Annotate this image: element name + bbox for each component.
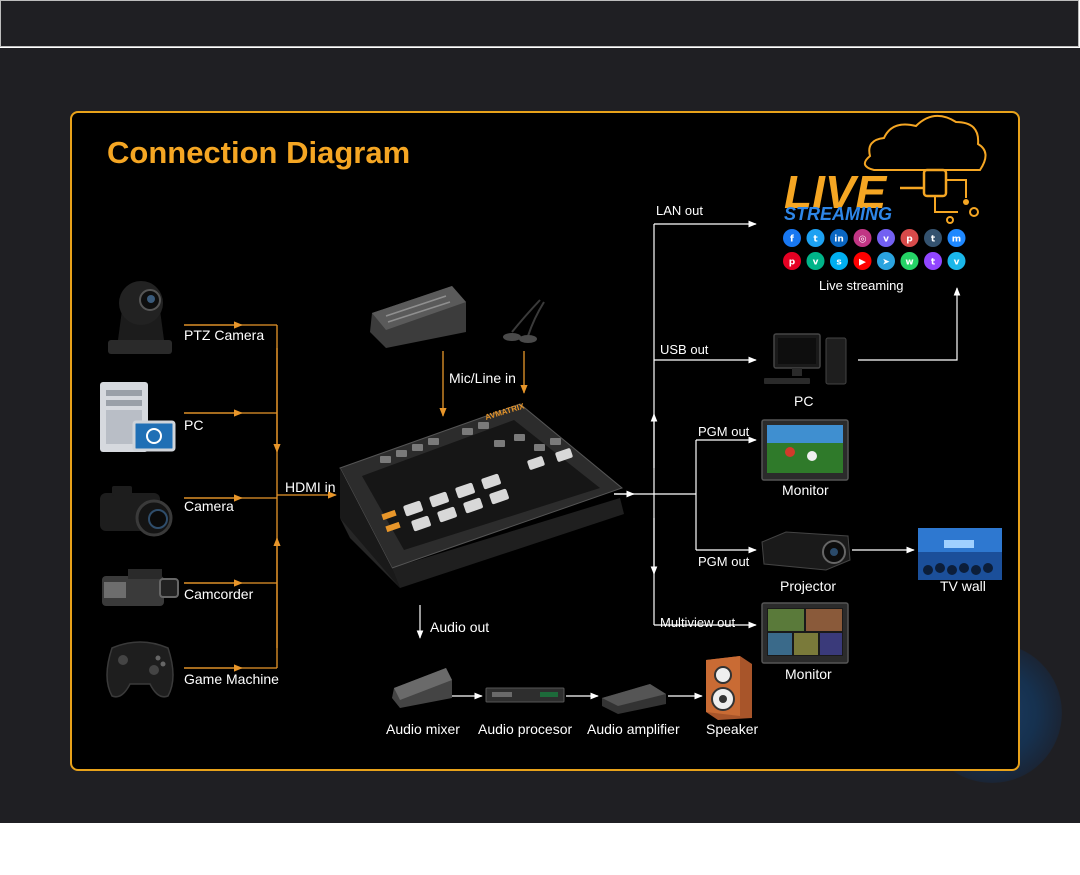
facebook-icon [783, 229, 801, 247]
connection-diagram: Connection Diagram [100, 115, 1002, 737]
input-label-camera: Camera [184, 498, 234, 514]
telegram-icon-glyph: ➤ [882, 258, 890, 268]
multiview-monitor-icon [761, 602, 849, 664]
gamepad-icon [106, 641, 174, 698]
skype-icon [830, 252, 848, 270]
pinterest-icon [783, 252, 801, 270]
audio-amplifier-icon [602, 684, 666, 714]
periscope-icon-glyph: p [906, 235, 913, 245]
monitor-1-label: Monitor [782, 482, 829, 498]
tv-wall-label: TV wall [940, 578, 986, 594]
pgm-out-label-1: PGM out [698, 424, 750, 439]
ptz-camera-icon [108, 281, 172, 354]
youtube-icon-glyph: ▶ [859, 258, 866, 268]
projector-label: Projector [780, 578, 836, 594]
input-label-camcorder: Camcorder [184, 586, 254, 602]
instagram-icon-glyph: ◎ [859, 235, 867, 245]
audio-processor-label: Audio procesor [478, 721, 573, 737]
input-label-ptz-camera: PTZ Camera [184, 327, 264, 343]
tumblr-icon [924, 229, 942, 247]
top-bar [0, 0, 1079, 47]
desktop-pc-icon [764, 333, 847, 385]
usb-out-label: USB out [660, 342, 709, 357]
messenger-icon-glyph: m [952, 235, 961, 245]
multiview-out-label: Multiview out [660, 615, 736, 630]
linkedin-icon-glyph: in [834, 235, 844, 245]
live-streaming-caption: Live streaming [819, 278, 904, 293]
messenger-icon [947, 229, 966, 247]
video-switcher-icon: AVMATRIX [339, 401, 624, 588]
twitch-icon [924, 252, 942, 270]
vimeo-icon [947, 252, 966, 270]
audio-mixer-icon [392, 668, 452, 708]
monitor-2-label: Monitor [785, 666, 832, 682]
twitter-icon [806, 229, 825, 247]
lan-out-label: LAN out [656, 203, 703, 218]
vimeo-icon-glyph: v [954, 258, 960, 268]
audio-mixer-label: Audio mixer [386, 721, 460, 737]
audio-mixer-console-icon [370, 286, 466, 348]
monitor-icon [761, 419, 849, 481]
speaker-label: Speaker [706, 721, 758, 737]
hdmi-in-label: HDMI in [285, 479, 336, 495]
whatsapp-icon-glyph: w [905, 258, 913, 268]
streaming-logo-text: STREAMING [784, 204, 892, 224]
input-connections [184, 321, 337, 672]
whatsapp-icon [900, 252, 919, 270]
linkedin-icon [830, 229, 848, 247]
periscope-icon [900, 229, 919, 247]
pinterest-icon-glyph: p [789, 258, 796, 268]
camera-icon [100, 486, 173, 537]
audio-out-label: Audio out [430, 619, 489, 635]
audio-processor-icon [485, 687, 565, 703]
projector-icon [761, 531, 851, 571]
telegram-icon [877, 252, 895, 270]
pgm-out-label-2: PGM out [698, 554, 750, 569]
diagram-stage: Connection Diagram [0, 48, 1080, 823]
input-label-pc: PC [184, 417, 203, 433]
vine-icon-glyph: v [813, 258, 819, 268]
social-icons: f t in ◎ v p t m p v s ▶ ➤ w t v [783, 229, 966, 270]
pc-label: PC [794, 393, 813, 409]
twitch-icon-glyph: t [931, 258, 936, 268]
tumblr-icon-glyph: t [931, 235, 936, 245]
tv-wall-icon [918, 528, 1002, 580]
skype-icon-glyph: s [836, 258, 841, 268]
live-logo-text: LIVE [784, 166, 888, 218]
facebook-icon-glyph: f [790, 235, 794, 245]
input-label-game-machine: Game Machine [184, 671, 279, 687]
twitter-icon-glyph: t [813, 235, 818, 245]
microphone-icon [503, 299, 545, 343]
camcorder-icon [102, 569, 179, 606]
instagram-icon [853, 229, 872, 247]
output-connections [614, 220, 961, 629]
viber-icon [877, 229, 895, 247]
speaker-icon [706, 656, 752, 720]
audio-amplifier-label: Audio amplifier [587, 721, 680, 737]
mic-line-in-label: Mic/Line in [449, 370, 516, 386]
viber-icon-glyph: v [883, 235, 889, 245]
vine-icon [806, 252, 825, 270]
youtube-icon [853, 252, 872, 270]
pc-tower-icon [100, 382, 176, 452]
diagram-title: Connection Diagram [107, 135, 410, 170]
live-streaming-logo: LIVE STREAMING [784, 115, 987, 224]
